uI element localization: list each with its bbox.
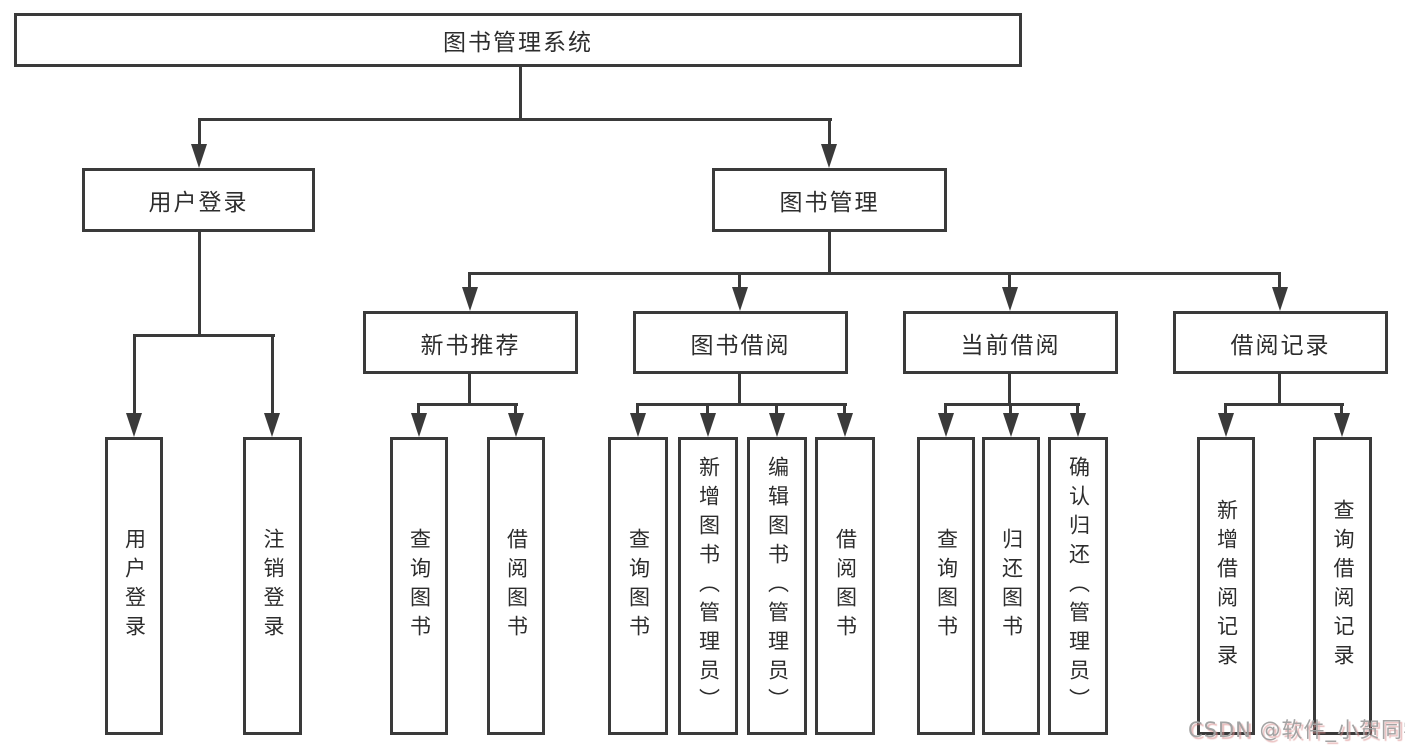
connector-l2-stem-right bbox=[828, 118, 831, 150]
connector-l3-stem-1 bbox=[468, 272, 471, 290]
connector-g4-stem-3 bbox=[1076, 403, 1079, 415]
node-new-book-recommend: 新书推荐 bbox=[363, 311, 578, 374]
connector-g4-stem-2 bbox=[1009, 403, 1012, 415]
connector-g2-stem-2 bbox=[514, 403, 517, 415]
leaf-add-books-admin-label: 新增图书（管理员） bbox=[696, 455, 721, 717]
arrow-down-icon bbox=[191, 144, 207, 168]
arrow-down-icon bbox=[264, 413, 280, 437]
arrow-down-icon bbox=[769, 413, 785, 437]
arrow-down-icon bbox=[630, 413, 646, 437]
leaf-add-books-admin: 新增图书（管理员） bbox=[678, 437, 738, 735]
connector-userlogin-trunk bbox=[198, 232, 201, 336]
node-user-login-label: 用户登录 bbox=[148, 190, 249, 216]
connector-l3-stem-3 bbox=[1008, 272, 1011, 290]
leaf-borrow-books-recommend: 借阅图书 bbox=[487, 437, 545, 735]
leaf-user-login: 用户登录 bbox=[105, 437, 163, 735]
connector-g5-stem-1 bbox=[1224, 403, 1227, 415]
arrow-down-icon bbox=[1272, 287, 1288, 311]
leaf-user-login-label: 用户登录 bbox=[122, 528, 147, 644]
node-new-book-recommend-label: 新书推荐 bbox=[420, 332, 521, 359]
connector-g3-stem-2 bbox=[706, 403, 709, 415]
node-user-login: 用户登录 bbox=[82, 168, 315, 232]
leaf-edit-books-admin: 编辑图书（管理员） bbox=[747, 437, 807, 735]
arrow-down-icon bbox=[411, 413, 427, 437]
connector-userlogin-branch bbox=[133, 334, 275, 337]
connector-userlogin-stem-1 bbox=[133, 334, 136, 414]
node-book-management: 图书管理 bbox=[712, 168, 947, 232]
leaf-query-books-recommend-label: 查询图书 bbox=[407, 528, 432, 644]
connector-g2-stem-1 bbox=[417, 403, 420, 415]
connector-g4-stem-1 bbox=[944, 403, 947, 415]
leaf-edit-books-admin-label: 编辑图书（管理员） bbox=[765, 455, 790, 717]
connector-bookmgmt-trunk bbox=[828, 232, 831, 274]
leaf-query-books-current-label: 查询图书 bbox=[934, 528, 959, 644]
node-current-borrowing-label: 当前借阅 bbox=[960, 332, 1061, 359]
leaf-confirm-return-admin: 确认归还（管理员） bbox=[1048, 437, 1108, 735]
arrow-down-icon bbox=[126, 413, 142, 437]
node-current-borrowing: 当前借阅 bbox=[903, 311, 1118, 374]
connector-g3-trunk bbox=[738, 374, 741, 405]
connector-l3-stem-4 bbox=[1278, 272, 1281, 290]
node-book-borrowing-label: 图书借阅 bbox=[690, 332, 791, 359]
connector-g3-branch bbox=[636, 403, 847, 406]
arrow-down-icon bbox=[837, 413, 853, 437]
connector-g4-trunk bbox=[1008, 374, 1011, 405]
leaf-add-borrow-record-label: 新增借阅记录 bbox=[1214, 499, 1239, 673]
leaf-query-books-borrowing: 查询图书 bbox=[608, 437, 668, 735]
connector-g3-stem-4 bbox=[843, 403, 846, 415]
connector-l3-stem-2 bbox=[738, 272, 741, 290]
leaf-query-borrow-record-label: 查询借阅记录 bbox=[1331, 499, 1355, 673]
leaf-return-books: 归还图书 bbox=[982, 437, 1040, 735]
arrow-down-icon bbox=[1002, 287, 1018, 311]
connector-g3-stem-1 bbox=[636, 403, 639, 415]
connector-g2-branch bbox=[417, 403, 518, 406]
node-book-management-label: 图书管理 bbox=[779, 190, 880, 216]
arrow-down-icon bbox=[821, 144, 837, 168]
connector-root-trunk bbox=[519, 65, 522, 121]
node-book-borrowing: 图书借阅 bbox=[633, 311, 848, 374]
leaf-logout: 注销登录 bbox=[243, 437, 302, 735]
connector-g4-branch bbox=[944, 403, 1080, 406]
connector-g5-trunk bbox=[1278, 374, 1281, 405]
node-borrowing-records-label: 借阅记录 bbox=[1230, 332, 1331, 359]
leaf-query-borrow-record: 查询借阅记录 bbox=[1313, 437, 1372, 735]
arrow-down-icon bbox=[1070, 413, 1086, 437]
arrow-down-icon bbox=[1218, 413, 1234, 437]
leaf-logout-label: 注销登录 bbox=[261, 528, 285, 644]
connector-g3-stem-3 bbox=[775, 403, 778, 415]
node-root: 图书管理系统 bbox=[14, 13, 1022, 67]
arrow-down-icon bbox=[1003, 413, 1019, 437]
connector-g2-trunk bbox=[468, 374, 471, 405]
leaf-borrow-books: 借阅图书 bbox=[815, 437, 875, 735]
arrow-down-icon bbox=[700, 413, 716, 437]
connector-l3-branch bbox=[468, 272, 1281, 275]
node-root-label: 图书管理系统 bbox=[443, 30, 593, 56]
leaf-return-books-label: 归还图书 bbox=[999, 528, 1024, 644]
connector-userlogin-stem-2 bbox=[271, 334, 274, 414]
leaf-borrow-books-label: 借阅图书 bbox=[833, 528, 858, 644]
arrow-down-icon bbox=[508, 413, 524, 437]
leaf-query-books-current: 查询图书 bbox=[917, 437, 975, 735]
arrow-down-icon bbox=[938, 413, 954, 437]
connector-g5-branch bbox=[1224, 403, 1344, 406]
leaf-add-borrow-record: 新增借阅记录 bbox=[1197, 437, 1255, 735]
node-borrowing-records: 借阅记录 bbox=[1173, 311, 1388, 374]
leaf-confirm-return-admin-label: 确认归还（管理员） bbox=[1066, 455, 1091, 717]
leaf-borrow-books-recommend-label: 借阅图书 bbox=[504, 528, 529, 644]
arrow-down-icon bbox=[1334, 413, 1350, 437]
arrow-down-icon bbox=[462, 287, 478, 311]
arrow-down-icon bbox=[732, 287, 748, 311]
csdn-watermark: CSDN @软件_小贺同学 bbox=[1188, 718, 1405, 742]
connector-l2-stem-left bbox=[198, 118, 201, 150]
leaf-query-books-borrowing-label: 查询图书 bbox=[626, 528, 651, 644]
connector-l2-branch bbox=[198, 118, 832, 121]
connector-g5-stem-2 bbox=[1340, 403, 1343, 415]
leaf-query-books-recommend: 查询图书 bbox=[390, 437, 448, 735]
